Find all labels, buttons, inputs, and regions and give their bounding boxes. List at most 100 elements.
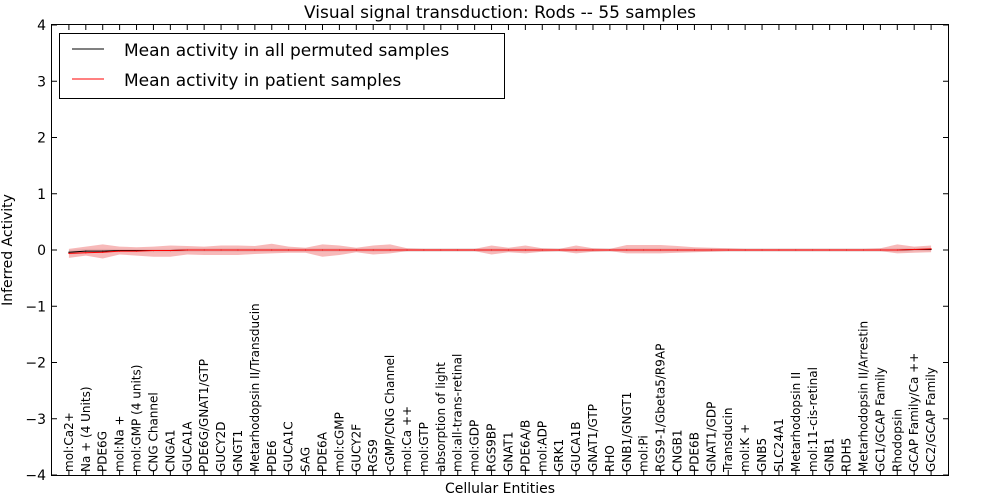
series-2-point bbox=[693, 249, 696, 251]
series-2-point bbox=[660, 249, 662, 251]
series-2-point bbox=[406, 249, 408, 251]
series-2-point bbox=[558, 249, 560, 251]
x-tick-label: GUCY2F bbox=[349, 424, 363, 472]
y-tick-label: −2 bbox=[25, 356, 46, 372]
series-2-point bbox=[237, 249, 239, 251]
y-tick-label: 1 bbox=[37, 187, 46, 203]
series-1-point bbox=[102, 250, 104, 252]
bands-group bbox=[68, 243, 932, 259]
series-2-point bbox=[389, 249, 391, 251]
series-2-point bbox=[338, 249, 340, 251]
x-tick-label: GNAT1/GDP bbox=[704, 402, 718, 472]
x-tick-label: GUCA1A bbox=[180, 421, 194, 472]
series-2-point bbox=[727, 249, 729, 251]
series-line-2 bbox=[68, 248, 932, 254]
y-tick-label: 0 bbox=[37, 243, 46, 259]
series-2-point bbox=[220, 249, 222, 251]
x-tick-label: mol:all-trans-retinal bbox=[451, 354, 465, 472]
x-tick-label: PDE6A/B bbox=[518, 420, 532, 472]
series-2-point bbox=[321, 249, 324, 251]
series-2-point bbox=[930, 248, 932, 250]
y-tick-label: −1 bbox=[25, 299, 46, 315]
series-2-point bbox=[845, 249, 848, 251]
x-tick-label: CNGB1 bbox=[671, 429, 685, 472]
x-tick-label: GCAP Family/Ca ++ bbox=[907, 353, 921, 472]
y-tick-label: −3 bbox=[25, 412, 46, 428]
series-2-point bbox=[169, 249, 171, 252]
series-2-point bbox=[778, 249, 780, 251]
series-2-point bbox=[507, 249, 510, 251]
x-tick-label: GUCA1C bbox=[282, 421, 296, 472]
series-2-point bbox=[913, 248, 915, 251]
series-2-point bbox=[152, 249, 155, 252]
series-2-point bbox=[744, 249, 746, 251]
x-tick-label: mol:GMP (4 units) bbox=[130, 365, 144, 472]
y-tick-label: 3 bbox=[37, 74, 46, 90]
series-band-2 bbox=[68, 243, 932, 259]
x-tick-label: SAG bbox=[299, 447, 313, 472]
x-tick-label: RHO bbox=[603, 445, 617, 472]
legend: Mean activity in all permuted samples Me… bbox=[59, 33, 505, 99]
series-2-point bbox=[761, 249, 763, 251]
x-tick-label: RGS9 bbox=[366, 439, 380, 472]
x-tick-label: PDE6G bbox=[96, 431, 110, 472]
x-tick-label: Metarhodopsin II bbox=[789, 372, 803, 472]
x-tick-label: RDH5 bbox=[840, 438, 854, 472]
series-2-point bbox=[676, 249, 679, 251]
lines-group bbox=[68, 248, 932, 254]
series-2-point bbox=[524, 249, 526, 251]
series-2-point bbox=[254, 249, 256, 251]
series-2-point bbox=[592, 249, 594, 251]
series-2-point bbox=[68, 252, 70, 254]
x-tick-label: mol:Pi bbox=[637, 435, 651, 472]
x-tick-label: mol:11-cis-retinal bbox=[806, 367, 820, 472]
x-tick-label: mol:K + bbox=[738, 424, 752, 472]
series-2-point bbox=[186, 249, 188, 251]
series-2-point bbox=[271, 249, 273, 251]
series-2-point bbox=[474, 249, 476, 251]
x-tick-label: GNB1/GNGT1 bbox=[620, 392, 634, 472]
series-1-point bbox=[85, 250, 87, 252]
series-2-point bbox=[795, 249, 797, 251]
x-tick-label: SLC24A1 bbox=[772, 418, 786, 472]
x-tick-label: Rhodopsin bbox=[890, 409, 904, 472]
x-tick-label: Na + (4 Units) bbox=[79, 386, 93, 472]
series-2-point bbox=[575, 249, 577, 251]
x-tick-label: mol:ADP bbox=[535, 421, 549, 472]
x-tick-label: CNGA1 bbox=[163, 430, 177, 473]
plot-frame bbox=[51, 24, 949, 476]
x-tick-label: cGMP/CNG Channel bbox=[383, 355, 397, 472]
series-2-point bbox=[119, 250, 121, 252]
y-axis-label: Inferred Activity bbox=[0, 194, 16, 306]
series-2-point bbox=[609, 249, 611, 251]
x-tick-label: GC2/GCAP Family bbox=[924, 367, 938, 472]
series-2-point bbox=[862, 249, 865, 251]
x-tick-label: RGS9-1/Gbeta5/R9AP bbox=[654, 344, 668, 472]
series-2-point bbox=[304, 249, 307, 251]
x-tick-label: GNGT1 bbox=[231, 430, 245, 472]
x-tick-label: GNAT1 bbox=[501, 431, 515, 472]
series-2-point bbox=[203, 249, 205, 251]
y-tick-label: −4 bbox=[25, 468, 46, 484]
series-2-point bbox=[490, 249, 493, 251]
x-tick-label: Metarhodopsin II/Arrestin bbox=[856, 321, 870, 472]
x-axis-label: Cellular Entities bbox=[445, 481, 555, 497]
series-2-point bbox=[102, 251, 104, 253]
series-2-point bbox=[829, 249, 831, 251]
series-2-point bbox=[288, 249, 290, 251]
x-tick-label: mol:GTP bbox=[417, 422, 431, 472]
x-tick-label: Metarhodopsin II/Transducin bbox=[248, 303, 262, 472]
chart-title: Visual signal transduction: Rods -- 55 s… bbox=[304, 3, 696, 23]
x-tick-label: GC1/GCAP Family bbox=[873, 367, 887, 472]
x-tick-label: GRK1 bbox=[552, 439, 566, 472]
series-2-point bbox=[643, 249, 645, 251]
series-2-point bbox=[626, 249, 628, 251]
x-tick-label: PDE6 bbox=[265, 440, 279, 472]
legend-label-permuted: Mean activity in all permuted samples bbox=[124, 41, 449, 61]
x-tick-label: absorption of light bbox=[434, 362, 448, 472]
x-tick-label: GNAT1/GTP bbox=[586, 404, 600, 472]
x-tick-label: GUCY2D bbox=[214, 422, 228, 472]
